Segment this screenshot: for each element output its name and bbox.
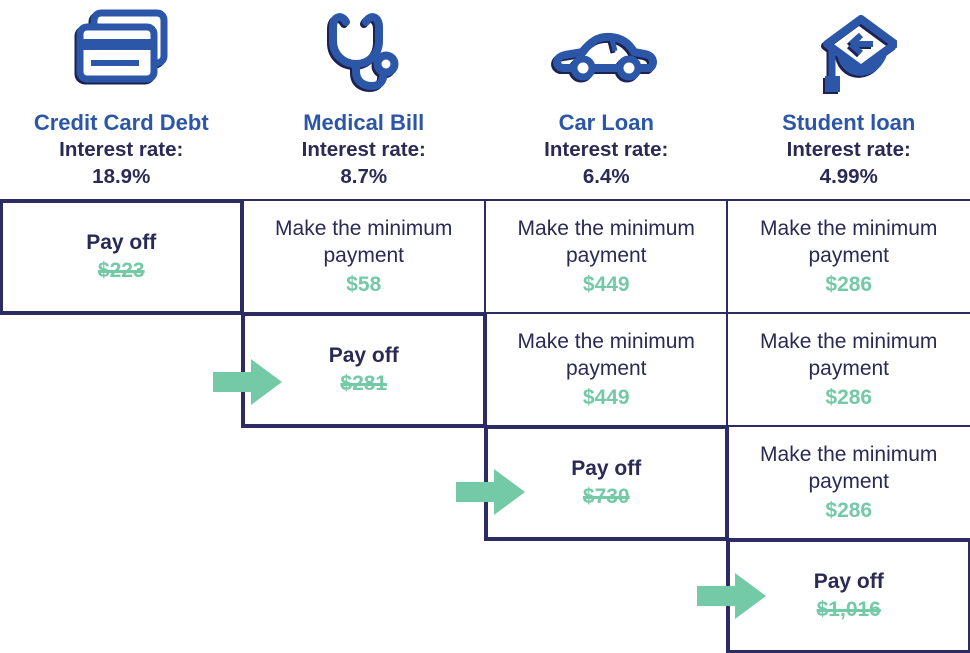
payoff-arrow-icon-medical xyxy=(213,357,283,407)
credit-card-icon xyxy=(76,9,168,83)
column-title: Credit Card Debt xyxy=(33,110,209,135)
payoff-arrow-icon-car xyxy=(456,467,526,517)
cell-row1-credit-card-payoff: Pay off $223 xyxy=(0,198,244,315)
cell-row1-car-minimum: Make the minimum payment $449 xyxy=(483,198,729,315)
interest-rate-label: Interest rate: xyxy=(301,138,426,162)
icon-box xyxy=(801,0,897,106)
header-column-credit-card-debt: Credit Card Debt Interest rate: 18.9% xyxy=(0,0,243,198)
interest-rate-label: Interest rate: xyxy=(59,138,184,162)
cell-row1-medical-minimum: Make the minimum payment $58 xyxy=(241,198,487,315)
payoff-arrow-icon-student xyxy=(697,571,767,621)
interest-rate-value: 8.7% xyxy=(340,165,388,189)
header-column-medical-bill: Medical Bill Interest rate: 8.7% xyxy=(243,0,486,198)
payoff-label: Pay off xyxy=(571,456,642,480)
payoff-label: Pay off xyxy=(813,569,884,593)
icon-box xyxy=(316,0,411,106)
payoff-amount: $730 xyxy=(582,485,630,508)
payoff-amount: $223 xyxy=(97,259,145,282)
cell-row2-student-minimum: Make the minimum payment $286 xyxy=(726,311,970,428)
minimum-label: Make the minimum payment xyxy=(760,330,938,381)
minimum-amount: $286 xyxy=(825,272,873,296)
payoff-amount: $1,016 xyxy=(816,598,881,621)
column-title: Student loan xyxy=(782,110,916,135)
cell-row3-car-payoff: Pay off $730 xyxy=(483,424,729,541)
header-column-student-loan: Student loan Interest rate: 4.99% xyxy=(728,0,970,198)
minimum-label: Make the minimum payment xyxy=(517,330,695,381)
minimum-amount: $449 xyxy=(582,272,630,296)
stethoscope-icon xyxy=(329,13,399,91)
minimum-amount: $286 xyxy=(825,498,873,522)
interest-rate-label: Interest rate: xyxy=(786,138,911,162)
interest-rate-value: 18.9% xyxy=(92,165,151,189)
cell-row1-student-minimum: Make the minimum payment $286 xyxy=(726,198,970,315)
interest-rate-value: 4.99% xyxy=(819,165,878,189)
interest-rate-value: 6.4% xyxy=(582,165,630,189)
cell-row2-medical-payoff: Pay off $281 xyxy=(241,311,487,428)
header-column-car-loan: Car Loan Interest rate: 6.4% xyxy=(485,0,728,198)
column-title: Car Loan xyxy=(558,110,654,135)
cell-row2-car-minimum: Make the minimum payment $449 xyxy=(483,311,729,428)
car-icon xyxy=(553,32,658,81)
minimum-amount: $286 xyxy=(825,385,873,409)
cell-row3-student-minimum: Make the minimum payment $286 xyxy=(726,424,970,541)
minimum-label: Make the minimum payment xyxy=(760,443,938,494)
graduation-cap-icon xyxy=(822,15,897,92)
payoff-label: Pay off xyxy=(86,230,157,254)
minimum-amount: $449 xyxy=(582,385,630,409)
column-title: Medical Bill xyxy=(303,110,425,135)
minimum-amount: $58 xyxy=(346,272,382,296)
minimum-label: Make the minimum payment xyxy=(275,217,453,268)
minimum-label: Make the minimum payment xyxy=(760,217,938,268)
interest-rate-label: Interest rate: xyxy=(544,138,669,162)
icon-box xyxy=(552,0,660,106)
payoff-amount: $281 xyxy=(340,372,388,395)
icon-box xyxy=(71,0,171,106)
minimum-label: Make the minimum payment xyxy=(517,217,695,268)
payoff-label: Pay off xyxy=(328,343,399,367)
